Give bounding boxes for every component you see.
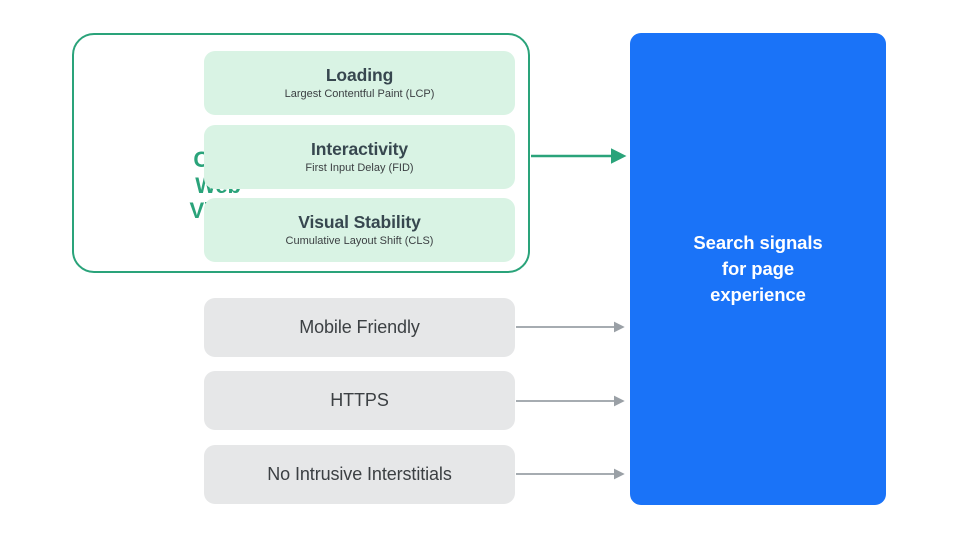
- vital-card-subtitle: Largest Contentful Paint (LCP): [284, 87, 435, 100]
- vital-card-title: Visual Stability: [298, 211, 421, 232]
- signal-box-label: No Intrusive Interstitials: [267, 464, 452, 484]
- vital-card-title: Interactivity: [311, 138, 408, 159]
- vital-card-interactivity: Interactivity First Input Delay (FID): [204, 125, 515, 189]
- vital-card-title: Loading: [325, 64, 394, 85]
- signal-box-label: Mobile Friendly: [299, 317, 420, 337]
- signal-box-https: HTTPS: [204, 371, 515, 430]
- vital-card-subtitle: First Input Delay (FID): [305, 161, 414, 174]
- vital-card-loading: Loading Largest Contentful Paint (LCP): [204, 51, 515, 115]
- vital-card-subtitle: Cumulative Layout Shift (CLS): [285, 234, 434, 247]
- signal-box-label: HTTPS: [330, 390, 389, 410]
- vital-card-visual-stability: Visual Stability Cumulative Layout Shift…: [204, 198, 515, 262]
- search-signals-result-label: Search signals for page experience: [693, 231, 823, 306]
- signal-box-mobile-friendly: Mobile Friendly: [204, 298, 515, 357]
- signal-box-no-intrusive-interstitials: No Intrusive Interstitials: [204, 445, 515, 504]
- search-signals-result-box: Search signals for page experience: [630, 33, 886, 505]
